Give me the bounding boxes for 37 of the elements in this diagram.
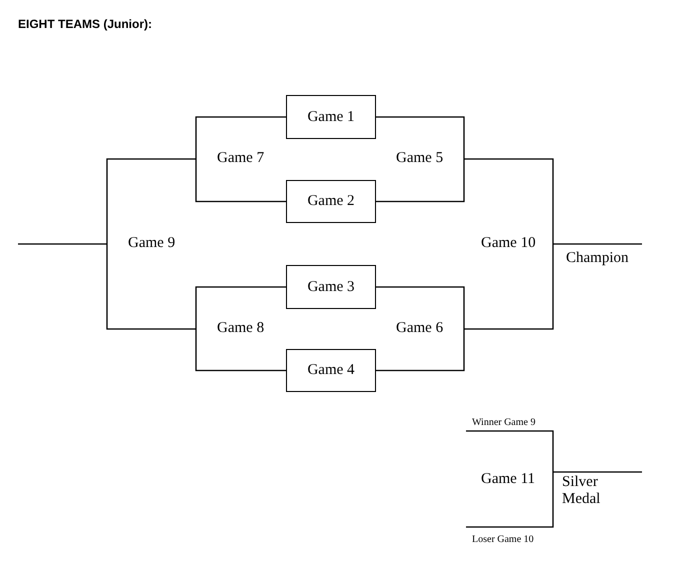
game-box	[286, 265, 376, 309]
bracket-line	[464, 158, 554, 244]
bracket-label: Game 8	[217, 320, 264, 337]
game-box	[286, 95, 376, 139]
bracket-line	[466, 430, 554, 479]
bracket-line	[553, 471, 643, 473]
bracket-label: Silver Medal	[562, 474, 602, 508]
bracket-line	[376, 286, 465, 329]
bracket-line	[376, 116, 465, 159]
bracket-line	[466, 479, 554, 528]
bracket-label: Winner Game 9	[472, 417, 536, 429]
bracket-label: Game 7	[217, 150, 264, 167]
bracket-label: Loser Game 10	[472, 534, 534, 546]
bracket-line	[195, 329, 286, 372]
game-label: Game 2	[307, 193, 355, 210]
bracket-line	[376, 329, 465, 372]
title: EIGHT TEAMS (Junior):	[18, 17, 152, 31]
bracket-line	[106, 158, 196, 244]
game-box	[286, 180, 376, 223]
bracket-line	[376, 159, 465, 202]
bracket-label: Game 10	[481, 235, 536, 252]
bracket-line	[195, 159, 286, 202]
game-label: Game 3	[307, 278, 355, 296]
bracket-line	[106, 244, 196, 330]
bracket-line	[195, 286, 286, 329]
bracket-line	[195, 116, 286, 159]
bracket-label: Game 5	[396, 150, 444, 167]
game-box	[286, 349, 376, 392]
bracket-label: Game 11	[481, 471, 536, 488]
bracket-label: Game 9	[128, 235, 176, 252]
bracket-line	[553, 243, 643, 245]
game-label: Game 1	[307, 108, 355, 126]
bracket-label: Champion	[566, 250, 628, 267]
bracket-line	[464, 244, 554, 330]
game-label: Game 4	[307, 362, 355, 379]
bracket-line	[17, 243, 107, 245]
bracket-label: Game 6	[396, 320, 444, 337]
